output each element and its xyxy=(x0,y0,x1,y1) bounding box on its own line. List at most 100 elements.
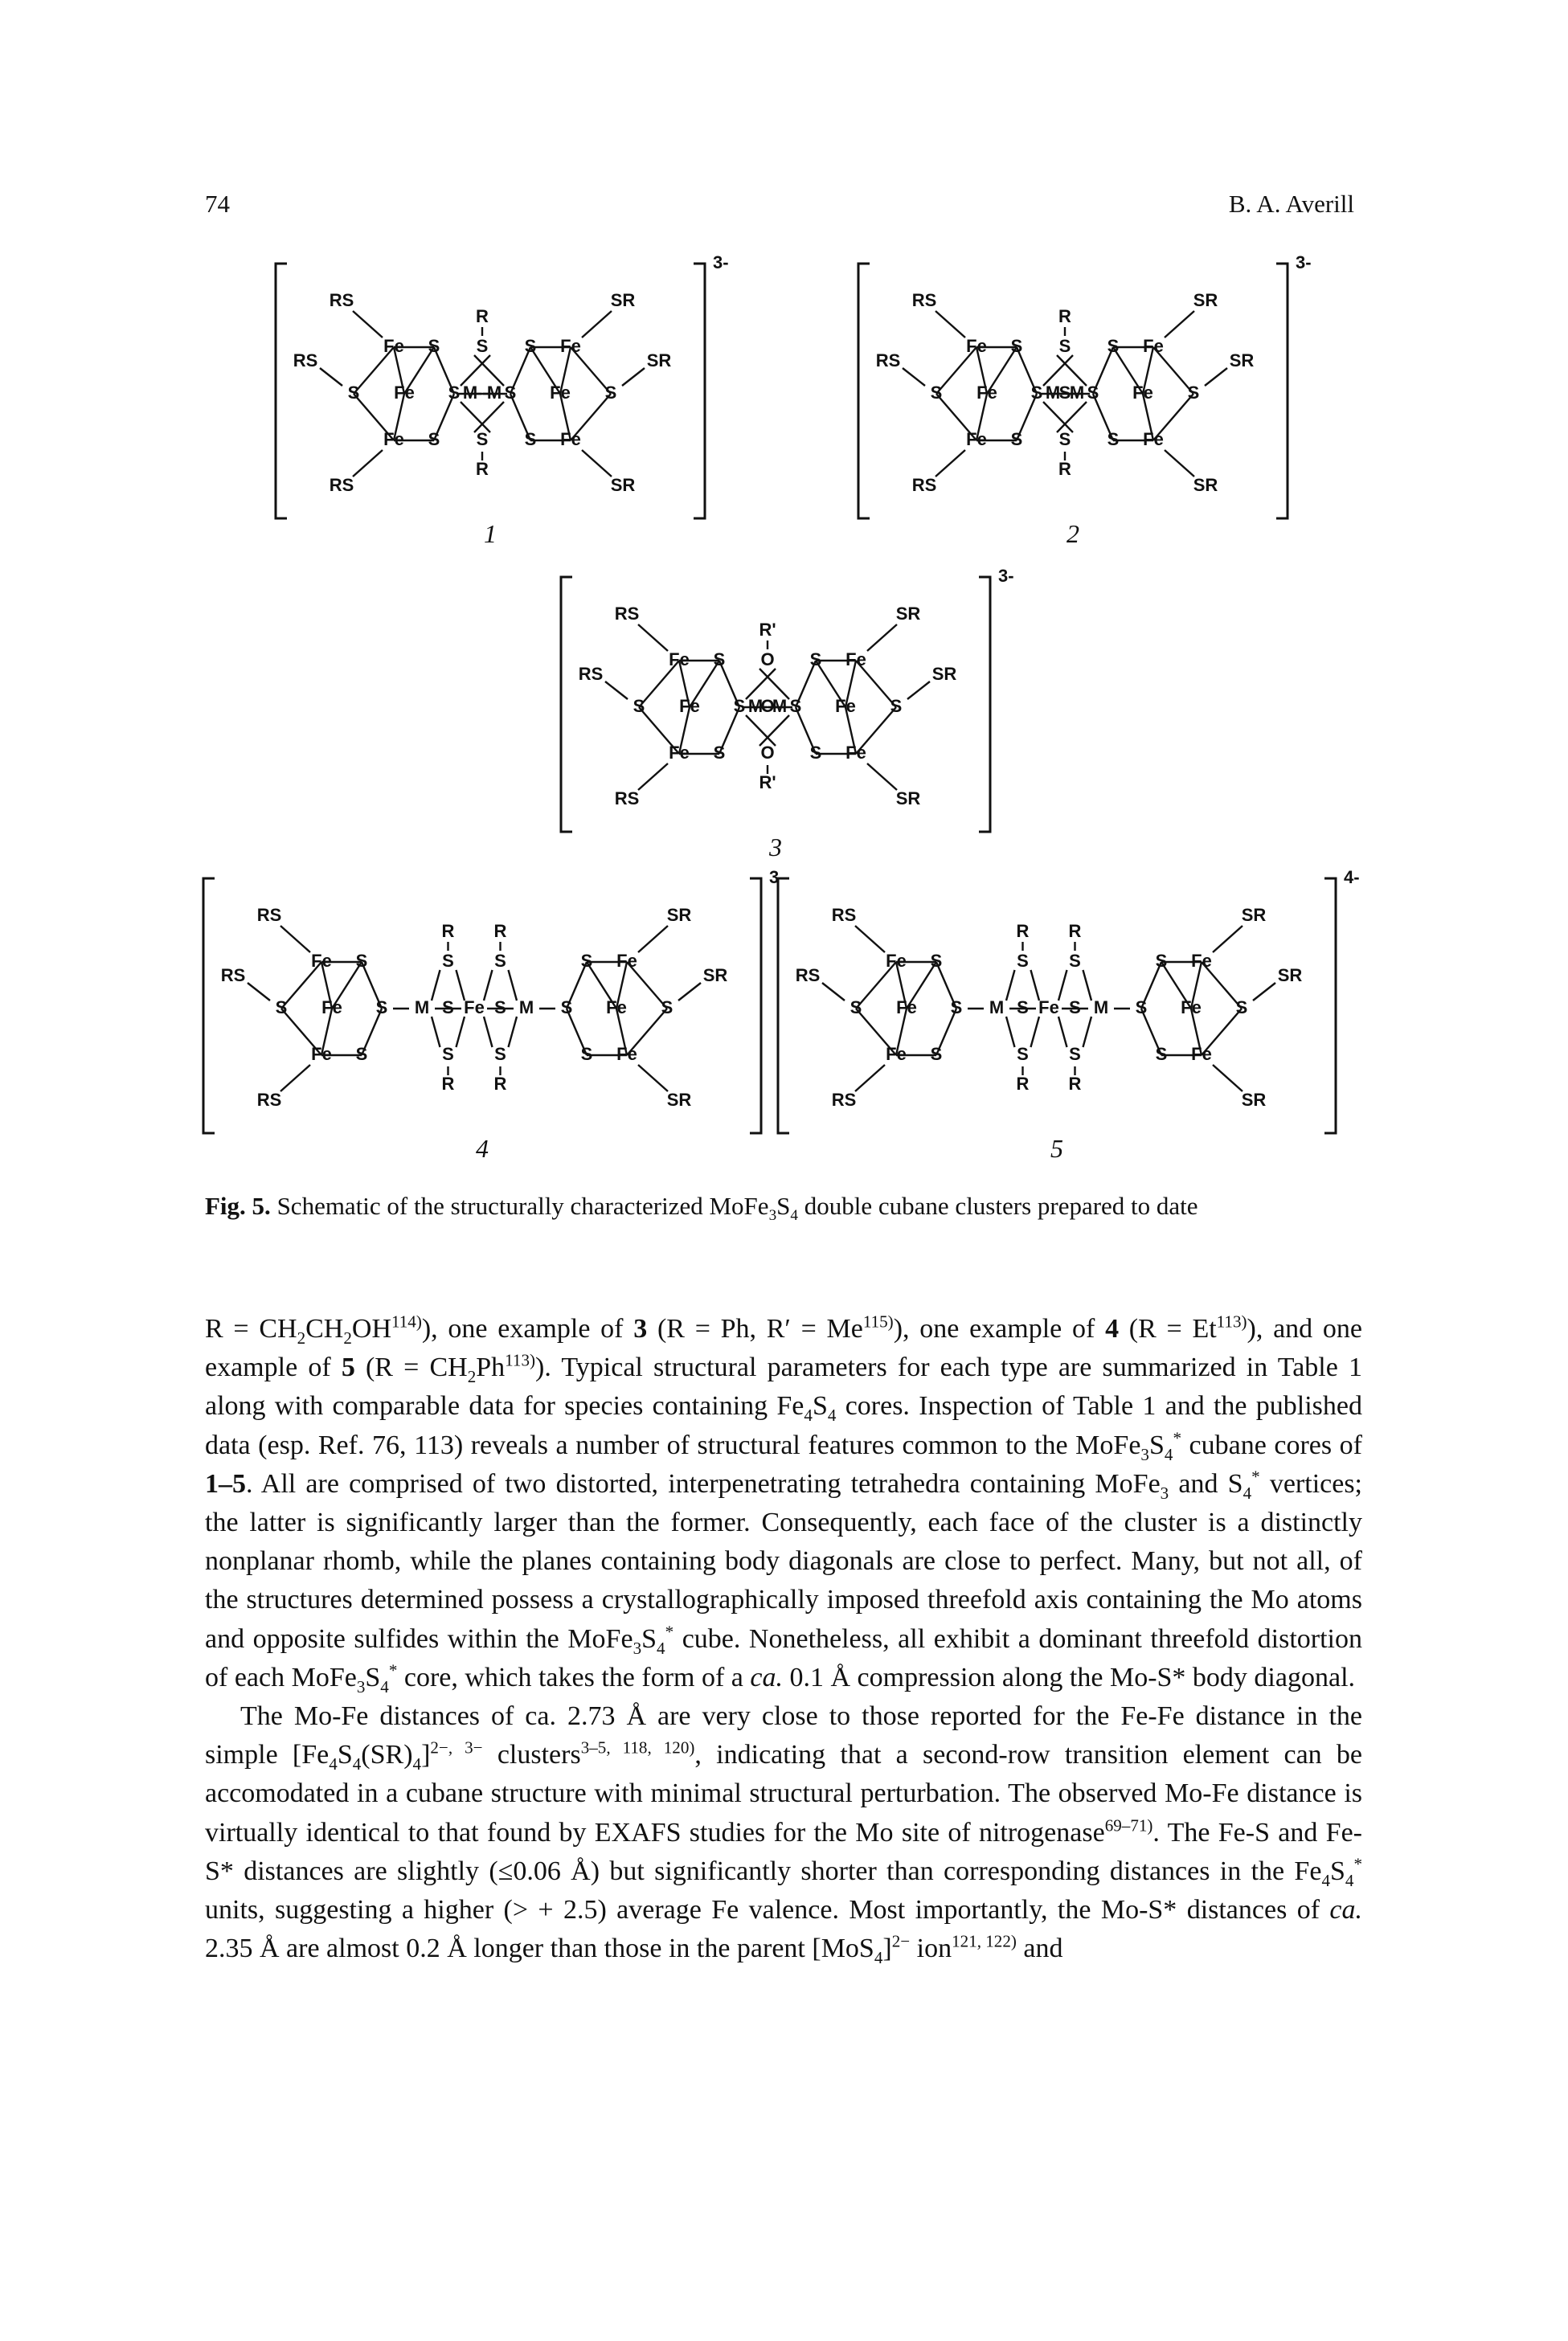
atom-label: S xyxy=(714,649,726,669)
atom-label: R xyxy=(476,306,489,326)
atom-label: S xyxy=(442,951,454,971)
bond-line xyxy=(718,660,741,708)
atom-label: Fe xyxy=(1181,997,1202,1017)
atom-label: R' xyxy=(759,620,776,640)
atom-label: S xyxy=(1059,383,1071,403)
atom-label: R xyxy=(1058,306,1071,326)
cluster-number: 1 xyxy=(484,519,497,548)
atom-label: Fe xyxy=(835,696,856,716)
atom-label: Fe xyxy=(976,383,997,403)
bond-line xyxy=(280,1008,322,1056)
atom-label: S xyxy=(1069,1044,1081,1064)
atom-label: Fe xyxy=(1038,997,1059,1017)
left-bracket xyxy=(559,575,572,833)
atom-label: S xyxy=(1017,1044,1029,1064)
atom-label: Fe xyxy=(560,336,581,356)
atom-label: Fe xyxy=(1143,429,1164,449)
bond-line xyxy=(759,668,790,700)
bond-line xyxy=(280,961,322,1009)
text-run: , indicating that a second-row transitio… xyxy=(205,1740,1363,1848)
caption-sub-1: 3 xyxy=(768,1207,777,1225)
bond-line xyxy=(585,961,618,1009)
bond-line xyxy=(1056,354,1087,387)
atom-label: SR xyxy=(896,788,921,808)
bond-line xyxy=(1015,393,1038,441)
atom-label: R xyxy=(494,921,507,941)
text-run: core, which takes the form of a xyxy=(397,1662,751,1692)
bond-line xyxy=(360,1008,383,1056)
bond-line xyxy=(430,969,441,1001)
atom-label: RS xyxy=(330,290,354,310)
cluster-charge: 3- xyxy=(998,566,1014,586)
bond-line xyxy=(626,961,668,1009)
bond-line xyxy=(565,1008,588,1056)
text-run: CH xyxy=(305,1314,344,1344)
text-run: ] xyxy=(421,1740,431,1770)
bond-line xyxy=(1015,346,1038,395)
text-run: vertices; the latter is significantly la… xyxy=(205,1468,1362,1654)
bond-line xyxy=(1141,346,1155,395)
atom-label: RS xyxy=(912,475,937,495)
atom-label: M xyxy=(463,383,477,403)
bond-line xyxy=(866,624,898,652)
bond-line xyxy=(935,1008,958,1056)
atom-label: SR xyxy=(896,604,921,624)
atom-label: S xyxy=(494,997,506,1017)
atom-label: R xyxy=(1017,921,1030,941)
compound-number: 4 xyxy=(1105,1314,1120,1344)
atom-label: S xyxy=(348,383,360,403)
atom-label: R xyxy=(494,1074,507,1094)
atom-label: R xyxy=(1058,459,1071,479)
atom-label: S xyxy=(1156,951,1168,971)
bond-line xyxy=(432,346,456,395)
right-bracket xyxy=(694,262,706,520)
bond-line xyxy=(907,681,931,700)
bond-line xyxy=(473,401,505,433)
atom-label: RS xyxy=(876,350,901,370)
superscript: 113) xyxy=(1216,1312,1247,1332)
paragraph-2: The Mo-Fe distances of ca. 2.73 Å are ve… xyxy=(205,1697,1362,1968)
bond-line xyxy=(844,660,858,708)
bond-line xyxy=(1152,346,1194,395)
text-run: cubane cores of xyxy=(1181,1430,1362,1460)
atom-label: M xyxy=(519,997,534,1017)
atom-label: S xyxy=(633,696,645,716)
atom-label: SR xyxy=(611,290,636,310)
caption-sub-2: 4 xyxy=(790,1207,799,1225)
atom-label: Fe xyxy=(966,429,987,449)
bond-line xyxy=(855,1008,897,1056)
bond-line xyxy=(403,346,436,395)
bond-line xyxy=(745,668,776,700)
text-run: (R = Et xyxy=(1119,1314,1217,1344)
atom-label: Fe xyxy=(606,997,627,1017)
bond-line xyxy=(678,706,691,755)
bond-line xyxy=(855,660,897,708)
atom-label: M xyxy=(989,997,1004,1017)
subscript: 4 xyxy=(1345,1870,1354,1890)
bond-line xyxy=(360,961,383,1009)
bond-line xyxy=(905,961,938,1009)
atom-label: SR xyxy=(1193,475,1218,495)
bond-line xyxy=(844,706,858,755)
left-bracket xyxy=(202,877,215,1135)
bond-line xyxy=(353,346,395,395)
atom-label: Fe xyxy=(896,997,917,1017)
subscript: 4 xyxy=(827,1406,837,1426)
atom-label: R xyxy=(476,459,489,479)
atom-label: S xyxy=(931,383,943,403)
atom-label: R xyxy=(442,1074,455,1094)
bond-line xyxy=(280,1064,311,1092)
text-run: . The Fe-S and Fe-S* distances are sligh… xyxy=(205,1817,1363,1886)
running-author: B. A. Averill xyxy=(1228,190,1354,218)
superscript: 115) xyxy=(862,1312,894,1332)
superscript: * xyxy=(1353,1854,1362,1874)
atom-label: Fe xyxy=(321,997,342,1017)
bond-line xyxy=(1005,1016,1016,1048)
atom-label: S xyxy=(714,743,726,763)
atom-label: Fe xyxy=(1191,951,1212,971)
bond-line xyxy=(392,346,406,395)
bond-line xyxy=(1212,925,1243,953)
left-bracket xyxy=(857,262,870,520)
